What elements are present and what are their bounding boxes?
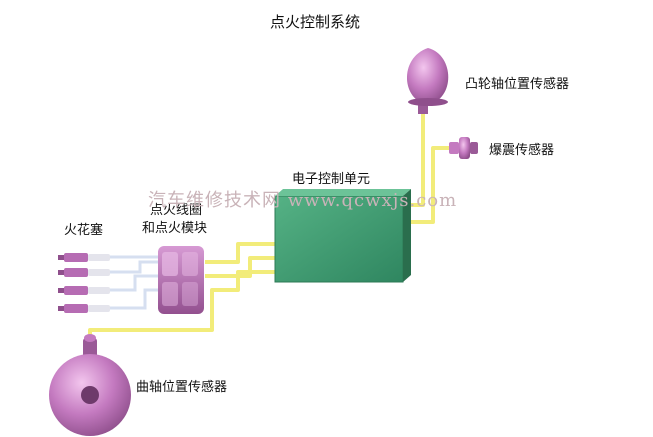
label-ecu: 电子控制单元 — [292, 172, 371, 187]
cam-sensor — [406, 48, 449, 114]
knock-sensor — [449, 137, 478, 159]
wire-knock-to-ecu — [403, 146, 453, 224]
spark-plug-2 — [58, 268, 110, 277]
spark-plug-3 — [58, 286, 110, 295]
label-cam-sensor: 凸轮轴位置传感器 — [465, 77, 570, 92]
wire-coil-to-ecu-1 — [205, 242, 275, 264]
label-coil-line2: 和点火模块 — [142, 221, 208, 236]
wire-coil-to-ecu-2 — [205, 256, 275, 278]
spark-plug-1 — [58, 253, 110, 262]
label-spark-plugs: 火花塞 — [64, 223, 104, 238]
spark-plugs — [58, 253, 110, 313]
spark-plug-4 — [58, 304, 110, 313]
ecu-box — [274, 189, 411, 283]
label-coil-line1: 点火线圈 — [150, 203, 203, 218]
label-crank-sensor: 曲轴位置传感器 — [136, 380, 228, 395]
wire-crank-to-ecu — [88, 270, 275, 345]
ignition-coil-module — [158, 246, 204, 314]
diagram-title: 点火控制系统 — [270, 13, 361, 31]
crank-sensor — [49, 334, 131, 436]
hv-leads — [110, 255, 158, 310]
watermark-text: 汽车维修技术网 www.qcwxjs.com — [148, 190, 458, 211]
label-knock-sensor: 爆震传感器 — [489, 143, 555, 158]
